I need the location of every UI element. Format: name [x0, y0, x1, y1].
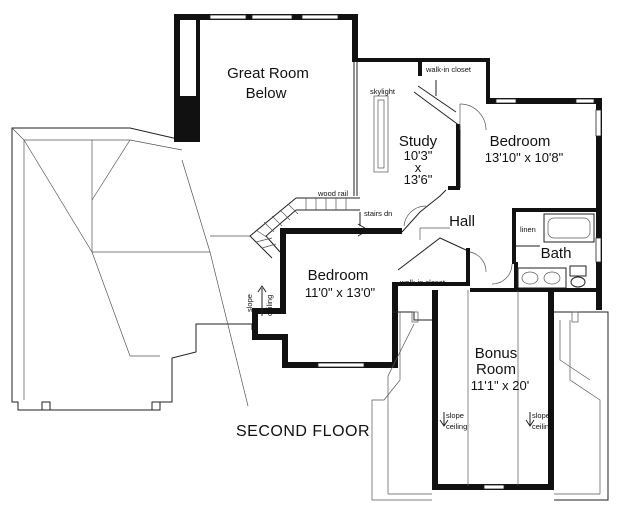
great-room-label: Great Room — [227, 65, 309, 82]
bedroom-center-label: Bedroom — [308, 267, 369, 284]
skylight-label: skylight — [370, 87, 396, 96]
center-walls — [252, 189, 487, 368]
bonus-room-label-line1: Bonus — [475, 345, 518, 362]
bath-fixtures — [491, 208, 600, 292]
slope-ceiling-bonus-right-label: slope — [532, 411, 550, 420]
study-dim-width: 10'3" — [404, 148, 433, 163]
bonus-room-dims: 11'1" x 20' — [471, 378, 530, 393]
walk-in-closet-mid-label: walk-in closet — [399, 278, 446, 287]
bedroom-right-dims: 13'10" x 10'8" — [485, 150, 564, 165]
study-label: Study — [399, 133, 438, 150]
slope-ceiling-bonus-left-label: slope — [446, 411, 464, 420]
slope-ceiling-left-label-2: ceiling — [265, 295, 274, 316]
upper-right-walls — [354, 58, 602, 310]
slope-ceiling-bonus-left-label-2: ceiling — [446, 422, 467, 431]
slope-arrows — [257, 285, 535, 427]
slope-ceiling-bonus-right-label-2: ceiling — [532, 422, 553, 431]
stairs-down-label: stairs dn — [364, 209, 392, 218]
lower-roof-outline — [11, 127, 253, 411]
great-room-walls — [174, 14, 358, 196]
hall-label: Hall — [449, 213, 475, 230]
bonus-room — [371, 288, 609, 501]
study-dim-length: 13'6" — [404, 172, 433, 187]
bonus-room-label-line2: Room — [476, 361, 516, 378]
bedroom-right-label: Bedroom — [490, 133, 551, 150]
stairs — [249, 197, 369, 259]
walk-in-closet-top-label: walk-in closet — [425, 65, 472, 74]
floor-caption: SECOND FLOOR — [236, 423, 370, 440]
linen-label: linen — [520, 225, 536, 234]
bedroom-center-dims: 11'0" x 13'0" — [305, 285, 376, 300]
bath-label: Bath — [541, 245, 572, 262]
study-dim-x: x — [415, 160, 422, 175]
slope-ceiling-left-label: slope — [245, 294, 254, 312]
wood-rail-label: wood rail — [317, 189, 348, 198]
great-room-below-label: Below — [246, 85, 287, 102]
